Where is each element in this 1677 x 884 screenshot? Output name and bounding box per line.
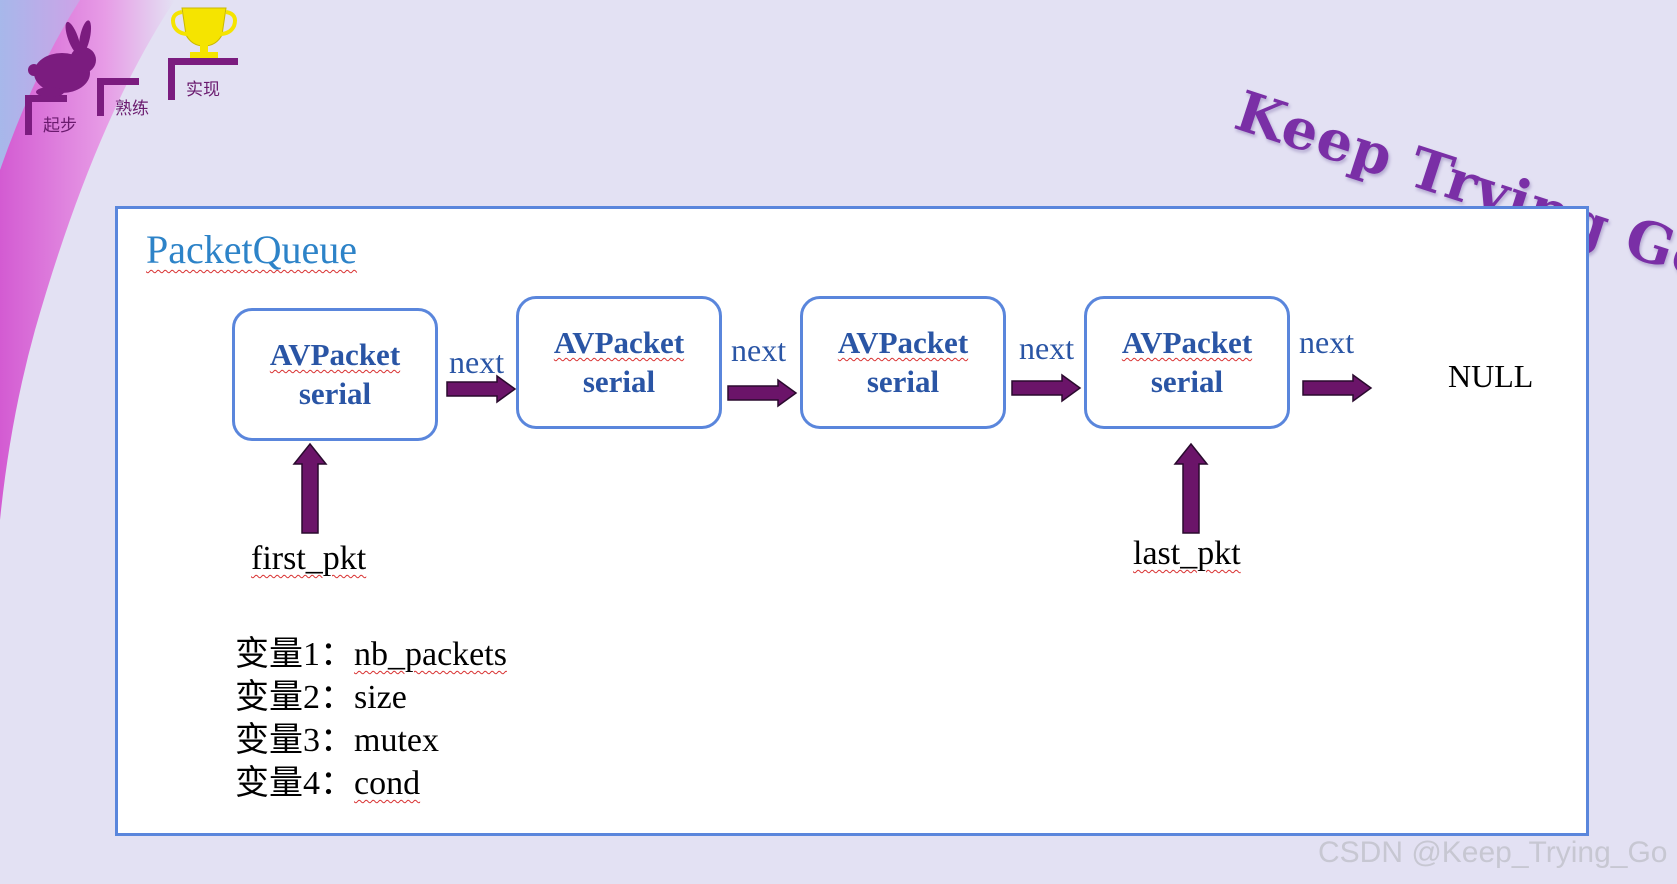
swoosh-shape	[0, 0, 175, 520]
variable-row-3: 变量3：mutex	[235, 712, 439, 761]
panel-title: PacketQueue	[146, 227, 358, 272]
avpacket-node-2: AVPacket serial	[516, 296, 722, 429]
node-field-label: serial	[298, 375, 372, 411]
avpacket-node-1: AVPacket serial	[232, 308, 438, 441]
node-field-label: serial	[866, 363, 940, 399]
variable-prefix: 变量3：	[235, 722, 354, 759]
next-label-4: next	[1299, 324, 1355, 360]
next-label-3: next	[1019, 330, 1075, 366]
node-field-label: serial	[1150, 363, 1224, 399]
variable-prefix: 变量2：	[235, 679, 354, 716]
variable-row-1: 变量1：nb_packets	[235, 626, 507, 675]
first-pkt-label: first_pkt	[251, 540, 367, 577]
next-arrow-right-icon	[1011, 373, 1082, 403]
watermark: CSDN @Keep_Trying_Go	[1318, 836, 1668, 869]
step-label-skilled: 熟练	[115, 99, 149, 119]
step-label-achieve: 实现	[186, 80, 220, 100]
next-arrow-right-icon	[446, 374, 517, 404]
node-type-label: AVPacket	[269, 336, 401, 372]
variable-prefix: 变量1：	[235, 636, 354, 673]
next-arrow-right-icon	[727, 378, 798, 408]
next-label-1: next	[449, 344, 505, 380]
next-label-2: next	[731, 332, 787, 368]
step-label-start: 起步	[43, 116, 77, 136]
null-terminator: NULL	[1448, 358, 1534, 394]
trophy-icon	[171, 7, 237, 58]
steps-logo	[25, 58, 238, 135]
first-pkt-arrow-up-icon	[292, 442, 328, 534]
variable-name: mutex	[354, 722, 439, 759]
next-arrow-right-icon	[1302, 373, 1373, 403]
avpacket-node-4: AVPacket serial	[1084, 296, 1290, 429]
node-type-label: AVPacket	[1121, 324, 1253, 360]
variable-name: cond	[354, 765, 421, 802]
node-type-label: AVPacket	[837, 324, 969, 360]
last-pkt-label: last_pkt	[1133, 535, 1241, 572]
last-pkt-arrow-up-icon	[1173, 442, 1209, 534]
rabbit-icon	[28, 20, 96, 97]
variable-name: size	[354, 679, 407, 716]
variable-name: nb_packets	[354, 636, 507, 673]
node-type-label: AVPacket	[553, 324, 685, 360]
variable-row-2: 变量2：size	[235, 669, 407, 718]
node-field-label: serial	[582, 363, 656, 399]
avpacket-node-3: AVPacket serial	[800, 296, 1006, 429]
variable-prefix: 变量4：	[235, 765, 354, 802]
variable-row-4: 变量4：cond	[235, 755, 420, 804]
